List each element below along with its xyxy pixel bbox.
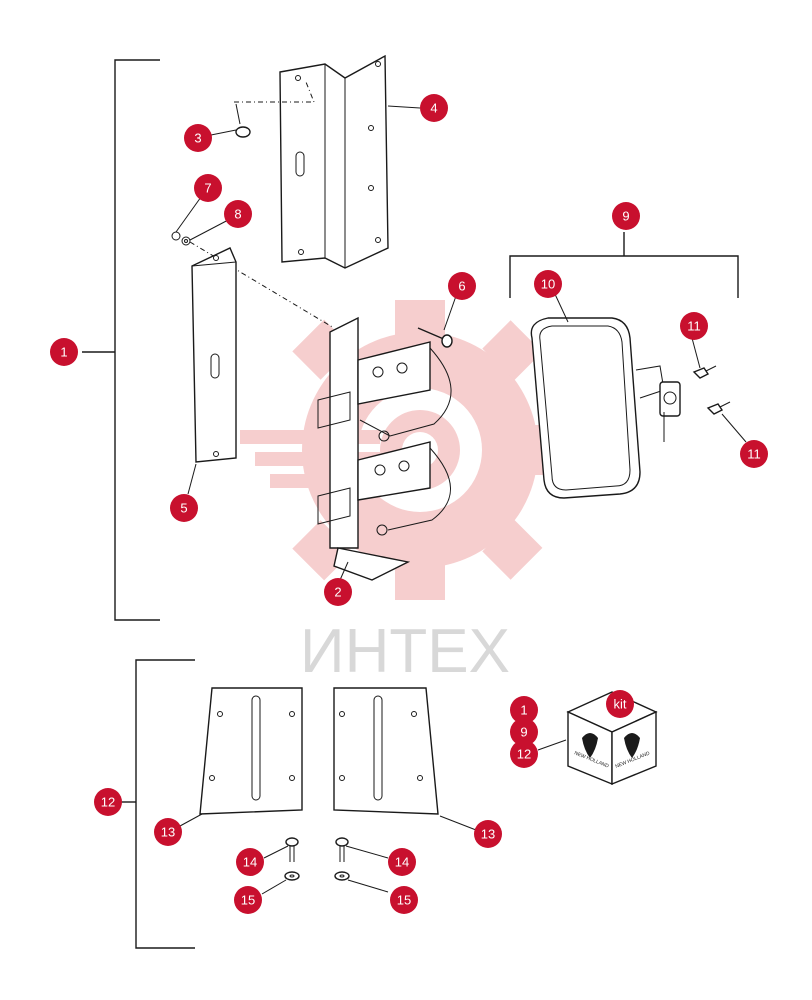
callout-label: 11 xyxy=(687,319,701,334)
callout-circle xyxy=(510,696,538,724)
callout-c1: 1 xyxy=(50,338,78,366)
callout-circle xyxy=(448,272,476,300)
callout-label: 3 xyxy=(194,131,201,146)
callout-circle xyxy=(170,494,198,522)
callout-circle xyxy=(420,94,448,122)
callout-circle xyxy=(194,174,222,202)
callout-kkit: kit xyxy=(606,690,634,718)
callout-c15b: 15 xyxy=(390,886,418,914)
callout-label: 11 xyxy=(747,447,761,462)
callout-circle xyxy=(606,690,634,718)
assembly-line-3-4 xyxy=(234,81,315,103)
part-14-bolt-right xyxy=(335,837,349,862)
callout-circle xyxy=(390,886,418,914)
callout-circle xyxy=(534,270,562,298)
callout-c7: 7 xyxy=(194,174,222,202)
callout-circle xyxy=(510,740,538,768)
callout-c5: 5 xyxy=(170,494,198,522)
part-14-bolt-left xyxy=(285,837,299,862)
callout-c14a: 14 xyxy=(236,848,264,876)
callout-k9: 9 xyxy=(510,718,538,746)
callout-circle xyxy=(388,848,416,876)
callout-label: 12 xyxy=(101,795,115,810)
callout-label: 9 xyxy=(622,209,629,224)
callout-circle xyxy=(234,886,262,914)
callout-c12: 12 xyxy=(94,788,122,816)
callout-c13b: 13 xyxy=(474,820,502,848)
callout-c3: 3 xyxy=(184,124,212,152)
callout-circle xyxy=(224,200,252,228)
part-5-plate xyxy=(191,247,237,463)
part-2-extinguisher-holder xyxy=(317,316,452,581)
callout-c9: 9 xyxy=(612,202,640,230)
callout-c11a: 11 xyxy=(680,312,708,340)
part-15-washer-left xyxy=(284,871,300,881)
callout-label: 1 xyxy=(60,345,67,360)
callout-c10: 10 xyxy=(534,270,562,298)
callout-label: 9 xyxy=(520,725,527,740)
callout-label: 10 xyxy=(541,277,555,292)
callout-k1: 1 xyxy=(510,696,538,724)
callout-label: 7 xyxy=(204,181,211,196)
part-13-plate-left xyxy=(199,687,303,815)
assembly-bracket-12 xyxy=(120,659,195,949)
callout-circle xyxy=(94,788,122,816)
assembly-bracket-9 xyxy=(509,232,739,298)
callout-circle xyxy=(154,818,182,846)
part-4-angle-bracket xyxy=(279,54,389,269)
callout-label: 15 xyxy=(241,893,255,908)
part-15-washer-right xyxy=(334,871,350,881)
part-11-screws xyxy=(692,365,731,415)
callout-circle xyxy=(740,440,768,468)
callout-c15a: 15 xyxy=(234,886,262,914)
callout-circle xyxy=(510,718,538,746)
callout-label: 6 xyxy=(458,279,465,294)
assembly-bracket-1 xyxy=(82,59,160,621)
callout-circle xyxy=(612,202,640,230)
callout-label: 1 xyxy=(520,703,527,718)
callout-c13a: 13 xyxy=(154,818,182,846)
callout-c6: 6 xyxy=(448,272,476,300)
callout-circle xyxy=(50,338,78,366)
part-7-8-nut-washer xyxy=(171,231,191,246)
callout-k12: 12 xyxy=(510,740,538,768)
callout-label: 4 xyxy=(430,101,437,116)
callout-label: 12 xyxy=(517,747,531,762)
callout-label: 14 xyxy=(243,855,257,870)
callout-circle xyxy=(184,124,212,152)
callout-circle xyxy=(474,820,502,848)
callout-label: 14 xyxy=(395,855,409,870)
callout-circle xyxy=(680,312,708,340)
callout-label: 13 xyxy=(481,827,495,842)
part-13-plate-right xyxy=(333,687,439,815)
watermark-text: ИНТЕХ xyxy=(300,617,510,686)
callout-label: 2 xyxy=(334,585,341,600)
callout-label: 8 xyxy=(234,207,241,222)
callout-label: 15 xyxy=(397,893,411,908)
callout-c14b: 14 xyxy=(388,848,416,876)
part-3-bolt xyxy=(235,103,251,138)
callout-label: 13 xyxy=(161,825,175,840)
callout-circle xyxy=(236,848,264,876)
callout-circle xyxy=(324,578,352,606)
callout-label: kit xyxy=(614,697,627,712)
part-10-mirror xyxy=(530,317,681,499)
part-6-screw xyxy=(417,327,453,348)
callout-label: 5 xyxy=(180,501,187,516)
callout-c8: 8 xyxy=(224,200,252,228)
callout-c11b: 11 xyxy=(740,440,768,468)
callout-c4: 4 xyxy=(420,94,448,122)
callout-c2: 2 xyxy=(324,578,352,606)
